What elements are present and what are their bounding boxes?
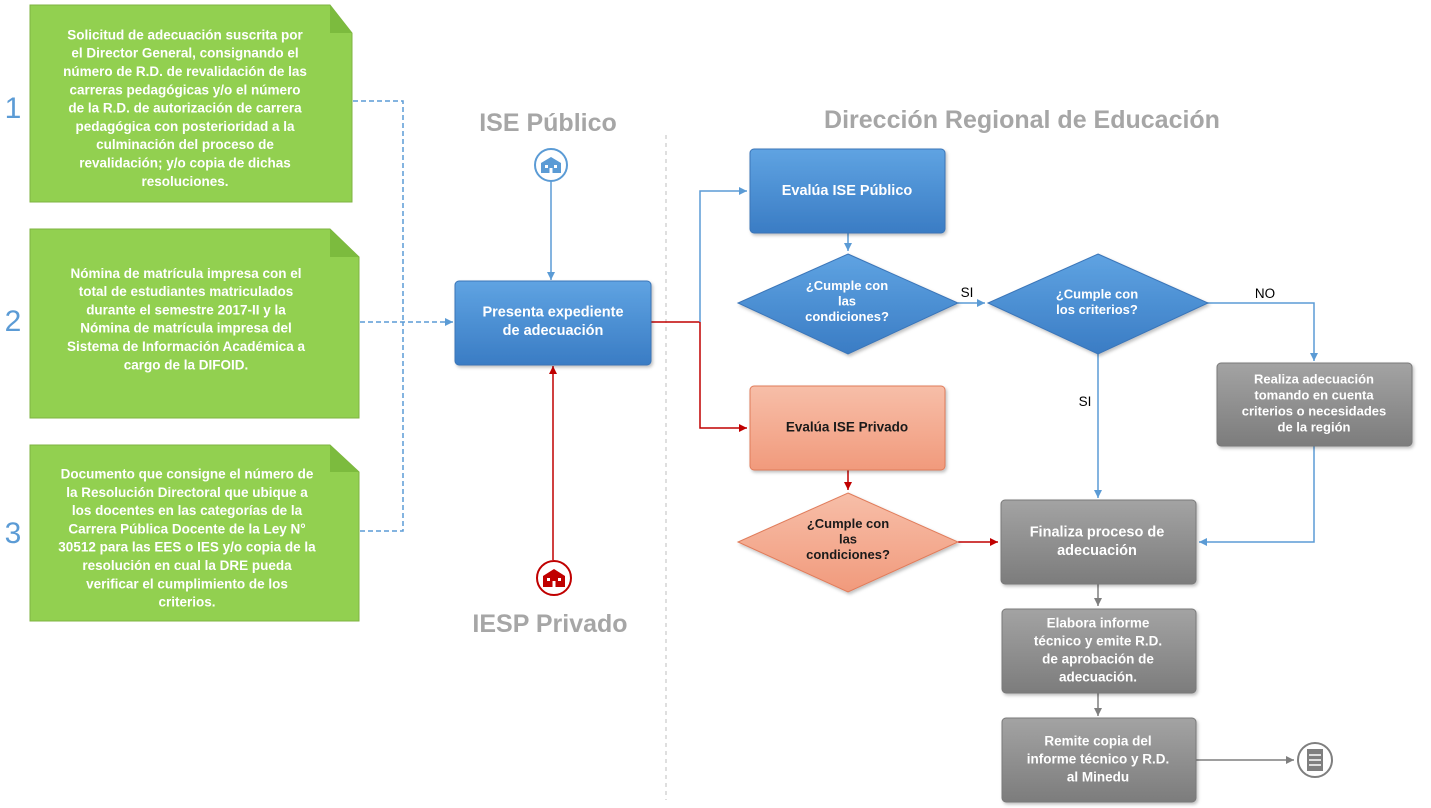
text-line: pedagógica con posterioridad a la [75,119,295,134]
node-elabora-label: Elabora informe técnico y emite R.D. de ap… [1034,616,1162,685]
text-line: los criterios? [1056,302,1138,317]
document-text-2: Nómina de matrícula impresa con el total … [67,266,306,373]
text-line: adecuación [1057,543,1137,559]
header-ise-publico: ISE Público [479,109,617,137]
arrow-criterios-no [1207,302,1318,361]
text-line: Sistema de Información Académica a [67,339,306,354]
text-line: cargo de la DIFOID. [124,357,249,372]
header-iesp-privado: IESP Privado [472,610,627,638]
text-line: de aprobación de [1042,652,1154,667]
text-line: Evalúa ISE Privado [786,420,908,435]
text-line: ¿Cumple con [806,278,888,293]
text-line: número de R.D. de revalidación de las [63,64,307,79]
document-box-1: Solicitud de adecuación suscrita por el D… [29,4,353,203]
text-line: resolución en cual la DRE pueda [82,558,292,573]
school-building-icon [534,148,568,182]
node-evalua-ise-privado: Evalúa ISE Privado [749,385,946,471]
text-line: Nómina de matrícula impresa con el [70,266,301,281]
arrow-realiza-to-finaliza [1199,446,1315,546]
document-box-2: Nómina de matrícula impresa con el total … [29,228,360,419]
text-line: el Director General, consignando el [71,46,298,61]
text-line: Documento que consigne el número de [61,467,314,482]
text-line: Nómina de matrícula impresa del [80,321,292,336]
document-connectors [353,100,453,532]
text-line: revalidación; y/o copia de dichas [79,155,291,170]
text-line: de la R.D. de autorización de carrera [68,101,302,116]
text-line: Realiza adecuación [1254,371,1374,386]
arrow-to-evalua-privado [699,322,747,432]
text-line: carreras pedagógicas y/o el número [69,82,300,97]
text-line: condiciones? [805,309,889,324]
step-number-3: 3 [5,517,22,550]
text-line: tomando en cuenta [1254,387,1374,402]
node-remite-copia: Remite copia del informe técnico y R.D. al… [1001,717,1197,803]
text-line: al Minedu [1067,770,1129,785]
text-line: ¿Cumple con [807,516,889,531]
text-line: culminación del proceso de [96,137,274,152]
text-line: de adecuación [503,323,604,339]
edge-label-si-2: SI [1079,394,1092,409]
text-line: Carrera Pública Docente de la Ley N° [68,521,305,536]
text-line: los docentes en las categorías de la [72,503,303,518]
node-finaliza-proceso: Finaliza proceso de adecuación [1000,499,1197,585]
text-line: total de estudiantes matriculados [79,284,294,299]
document-text-1: Solicitud de adecuación suscrita por el D… [63,27,307,188]
text-line: Finaliza proceso de [1030,525,1165,541]
text-line: técnico y emite R.D. [1034,634,1162,649]
text-line: de la región [1278,419,1351,434]
node-presenta-expediente: Presenta expediente de adecuación [454,280,652,366]
text-line: Solicitud de adecuación suscrita por [67,27,303,42]
node-remite-label: Remite copia del informe técnico y R.D. al… [1027,734,1170,785]
text-line: Presenta expediente [482,305,623,321]
node-evalua-ise-publico: Evalúa ISE Público [749,148,946,234]
text-line: resoluciones. [141,174,228,189]
header-dre: Dirección Regional de Educación [824,106,1220,134]
text-line: la Resolución Directoral que ubique a [66,485,308,500]
text-line: las [838,293,856,308]
text-line: criterios o necesidades [1242,403,1387,418]
node-elabora-informe: Elabora informe técnico y emite R.D. de ap… [1001,608,1197,694]
text-line: 30512 para las EES o IES y/o copia de la [58,540,316,555]
edge-label-no: NO [1255,286,1275,301]
text-line: verificar el cumplimiento de los [86,576,288,591]
node-presenta-label: Presenta expediente de adecuación [482,305,623,340]
edge-label-si-1: SI [961,285,974,300]
text-line: informe técnico y R.D. [1027,752,1170,767]
step-number-2: 2 [5,305,22,338]
private-school-building-icon [536,560,572,596]
node-evalua-publico-label: Evalúa ISE Público [782,183,913,199]
text-line: las [839,531,857,546]
text-line: condiciones? [806,547,890,562]
arrow-to-evalua-publico [699,187,747,322]
document-box-3: Documento que consigne el número de la Re… [29,444,360,622]
node-evalua-privado-label: Evalúa ISE Privado [786,420,908,435]
document-text-3: Documento que consigne el número de la Re… [58,467,316,610]
text-line: criterios. [158,595,215,610]
text-line: durante el semestre 2017-II y la [86,302,286,317]
step-number-1: 1 [5,92,22,125]
text-line: adecuación. [1059,670,1137,685]
text-line: Remite copia del [1044,734,1151,749]
text-line: Elabora informe [1047,616,1150,631]
document-archive-icon [1297,742,1333,778]
text-line: Evalúa ISE Público [782,183,913,199]
node-finaliza-label: Finaliza proceso de adecuación [1030,525,1165,560]
text-line: ¿Cumple con [1056,287,1138,302]
